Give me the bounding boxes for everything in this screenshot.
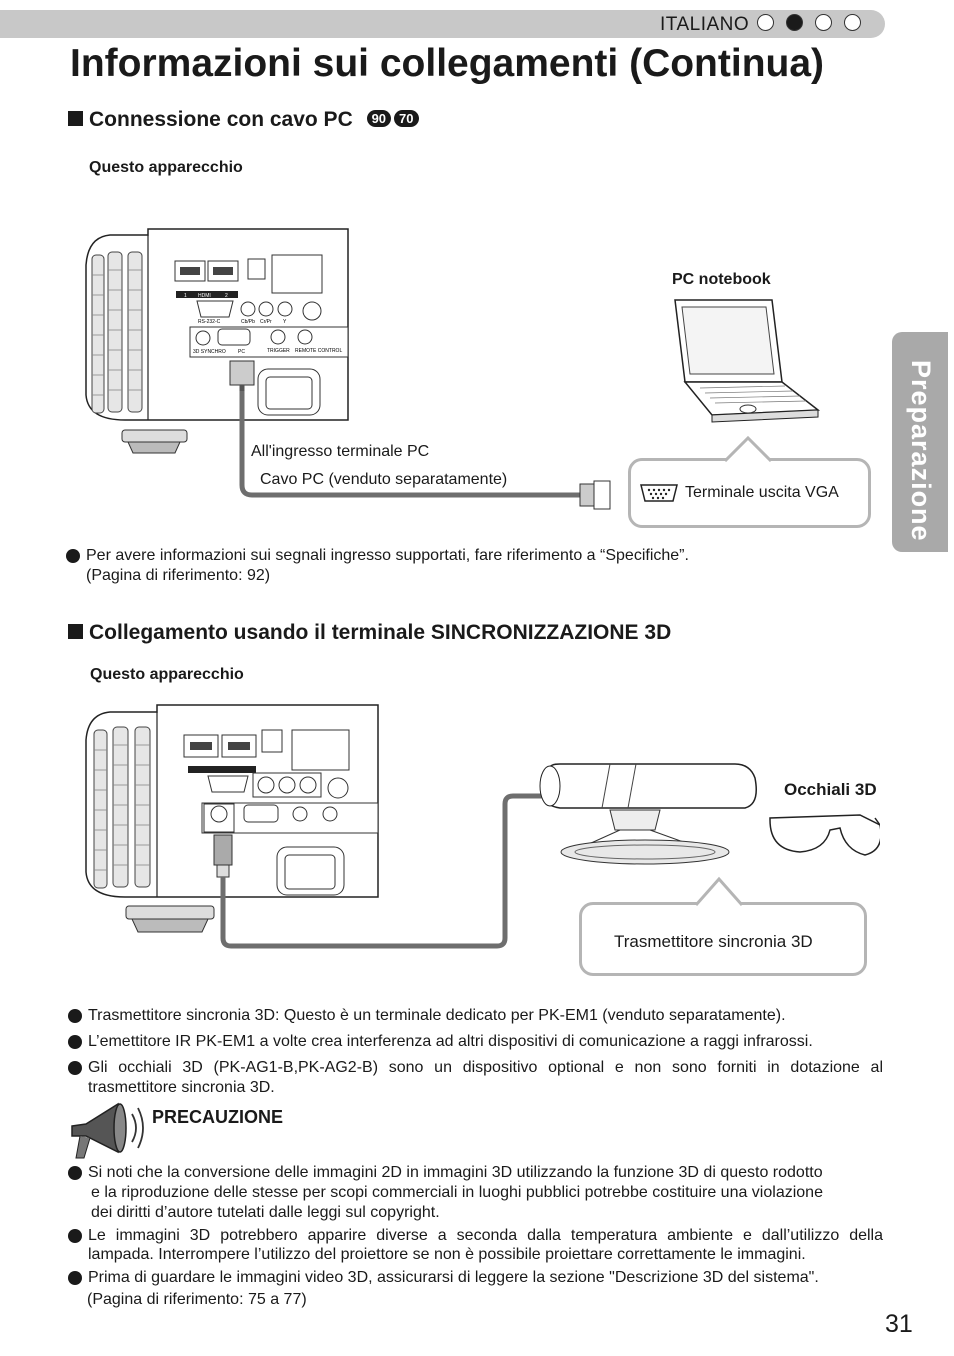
caution-item-1-line1: Si noti che la conversione delle immagin… [88,1164,823,1181]
pc-notebook-label: PC notebook [672,271,771,288]
header-bar [0,10,885,38]
language-dot-2-active [786,14,803,31]
projector-3d-diagram [85,704,880,949]
projector-pc-diagram: 1 HDMI 2 RS-232-C Cb/Pb Cr/Pr Y 3D SYNCH… [85,228,611,510]
transmitter-callout [579,902,867,976]
square-bullet-icon [68,111,83,126]
bullet-dot [68,1229,82,1243]
page-number: 31 [885,1310,913,1338]
section1-heading-text: Connessione con cavo PC [89,108,353,131]
vga-plug-projector [229,360,255,391]
section2-heading-text: Collegamento usando il terminale SINCRON… [89,621,672,644]
side-tab: Preparazione [892,332,948,552]
vga-port-icon [640,484,678,502]
megaphone-icon [71,1102,144,1159]
language-dot-4 [844,14,861,31]
vga-plug-laptop [579,480,611,510]
language-dot-1 [757,14,774,31]
page-title: Informazioni sui collegamenti (Continua) [70,42,825,85]
section2-heading: Collegamento usando il terminale SINCRON… [68,621,671,645]
bullet-dot [68,1166,82,1180]
3d-glasses-illustration [769,814,880,856]
caution-item-1: Si noti che la conversione delle immagin… [68,1163,886,1225]
caution-item-2-line1: Le immagini 3D potrebbero apparire diver… [88,1227,883,1244]
section2-device-label: Questo apparecchio [90,666,244,683]
caution-item-2-line2: lampada. Interrompere l’utilizzo del pro… [88,1246,806,1263]
pc-cable-label: Cavo PC (venduto separatamente) [260,471,508,488]
caution-item-1-line2: e la riproduzione delle stesse per scopi… [91,1184,823,1201]
3d-transmitter-illustration [539,763,757,865]
hdmi2-label: 2 [225,293,228,299]
pc-cable [239,391,582,498]
section2-note-3: Gli occhiali 3D (PK-AG1-B,PK-AG2-B) sono… [68,1058,886,1100]
y-label: Y [283,319,287,325]
laptop-illustration [674,299,821,423]
bullet-dot [68,1061,82,1075]
remote-label: REMOTE CONTROL [295,348,342,354]
section1-device-label: Questo apparecchio [89,159,243,176]
hdmi-label: HDMI [198,293,211,299]
language-label: ITALIANO [660,14,750,35]
bullet-dot [68,1009,82,1023]
synchro-plug [213,834,233,878]
side-tab-label: Preparazione [906,360,936,542]
bullet-dot [68,1035,82,1049]
section1-note: Per avere informazioni sui segnali ingre… [66,546,886,588]
pc-input-label: All'ingresso terminale PC [251,443,430,460]
vga-callout-pointer [725,436,771,462]
hdmi1-label: 1 [184,293,187,299]
projector-rear-2 [85,704,379,933]
caution-item-2: Le immagini 3D potrebbero apparire diver… [68,1226,886,1268]
synchro-cable [220,793,555,949]
vga-output-label: Terminale uscita VGA [685,484,839,501]
rs232-label: RS-232-C [198,319,221,325]
model-badge-90: 90 [366,110,392,127]
language-dot-3 [815,14,832,31]
section2-note-3-line1: Gli occhiali 3D (PK-AG1-B,PK-AG2-B) sono… [88,1059,883,1076]
pc-label: PC [238,349,245,355]
trigger-label: TRIGGER [267,348,290,354]
synchro-label: 3D SYNCHRO [193,349,226,355]
transmitter-label: Trasmettitore sincronia 3D [614,932,813,951]
bullet-dot [68,1271,82,1285]
cbpb-label: Cb/Pb [241,319,255,325]
projector-rear-1: 1 HDMI 2 RS-232-C Cb/Pb Cr/Pr Y 3D SYNCH… [85,228,349,454]
section2-note-1: Trasmettitore sincronia 3D: Questo è un … [68,1006,886,1028]
caution-heading: PRECAUZIONE [152,1107,284,1127]
bullet-dot [66,549,80,563]
transmitter-callout-pointer [696,876,742,906]
crpr-label: Cr/Pr [260,319,272,325]
caution-item-1-line3: dei diritti d’autore tutelati dalle legg… [91,1204,440,1221]
section2-note-1-text: Trasmettitore sincronia 3D: Questo è un … [88,1007,786,1024]
section1-note-line2: (Pagina di riferimento: 92) [86,567,271,584]
section2-note-2-text: L’emettitore IR PK-EM1 a volte crea inte… [88,1033,813,1050]
caution-item-3-line1: Prima di guardare le immagini video 3D, … [88,1269,819,1286]
section2-note-3-line2: trasmettitore sincronia 3D. [88,1079,275,1096]
vga-callout [628,458,871,528]
section1-note-line1: Per avere informazioni sui segnali ingre… [86,547,689,564]
model-badge-70: 70 [394,110,419,127]
caution-item-3-line2: (Pagina di riferimento: 75 a 77) [87,1291,307,1308]
section2-note-2: L’emettitore IR PK-EM1 a volte crea inte… [68,1032,886,1054]
caution-item-3: Prima di guardare le immagini video 3D, … [68,1268,886,1312]
square-bullet-icon [68,624,83,639]
glasses-label: Occhiali 3D [784,780,877,799]
